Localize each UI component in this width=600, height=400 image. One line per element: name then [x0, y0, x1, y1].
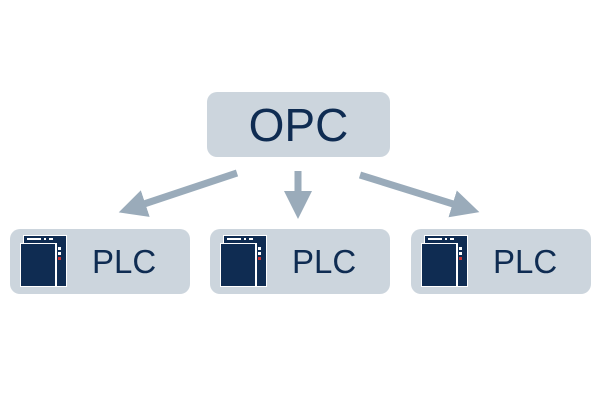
- plc-icon: [20, 235, 67, 287]
- plc-label: PLC: [493, 243, 558, 280]
- plc-node: PLC: [411, 229, 591, 294]
- arrow-right: [358, 171, 480, 218]
- plc-icon: [421, 235, 468, 287]
- plc-label: PLC: [292, 243, 357, 280]
- plc-node: PLC: [10, 229, 190, 294]
- plc-label: PLC: [92, 243, 157, 280]
- opc-server-node: OPC: [207, 92, 390, 157]
- plc-icon: [220, 235, 267, 287]
- arrow-left: [118, 169, 239, 217]
- plc-node: PLC: [210, 229, 390, 294]
- opc-label: OPC: [248, 98, 349, 151]
